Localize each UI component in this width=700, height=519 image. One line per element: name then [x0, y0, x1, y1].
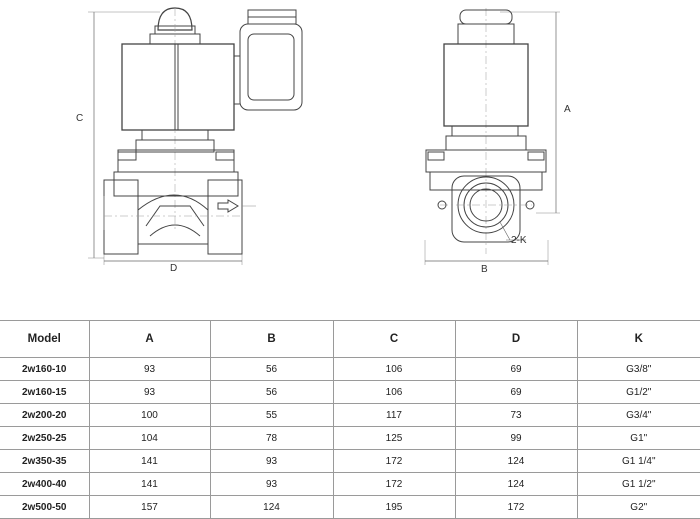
cell-a: 104: [88, 426, 211, 450]
dim-label-a: A: [564, 104, 571, 115]
cell-d: 73: [454, 403, 578, 427]
cell-model: 2w400-40: [0, 472, 90, 496]
cell-b: 93: [209, 472, 334, 496]
table-row: 2w160-15 93 56 106 69 G1/2": [0, 380, 700, 404]
cell-c: 125: [332, 426, 456, 450]
cell-model: 2w500-50: [0, 495, 90, 519]
header-a: A: [88, 320, 211, 358]
cell-a: 93: [88, 380, 211, 404]
spec-table: Model A B C D K 2w160-10 93 56 106 69 G3…: [0, 320, 700, 519]
cell-d: 172: [454, 495, 578, 519]
cell-model: 2w160-15: [0, 380, 90, 404]
table-row: 2w160-10 93 56 106 69 G3/8": [0, 357, 700, 381]
valve-drawing: C D A B 2-K: [76, 7, 571, 275]
cell-b: 124: [209, 495, 334, 519]
cell-a: 100: [88, 403, 211, 427]
port-label-2k: 2-K: [511, 235, 527, 246]
cell-k: G1/2": [576, 380, 700, 404]
cell-d: 69: [454, 357, 578, 381]
header-d: D: [454, 320, 578, 358]
cell-c: 172: [332, 472, 456, 496]
cell-k: G1": [576, 426, 700, 450]
table-row: 2w350-35 141 93 172 124 G1 1/4": [0, 449, 700, 473]
cell-c: 172: [332, 449, 456, 473]
cell-k: G1 1/4": [576, 449, 700, 473]
cell-c: 106: [332, 357, 456, 381]
header-model: Model: [0, 320, 90, 358]
header-k: K: [576, 320, 700, 358]
front-view: [88, 7, 303, 265]
cell-model: 2w350-35: [0, 449, 90, 473]
table-row: 2w200-20 100 55 117 73 G3/4": [0, 403, 700, 427]
cell-d: 69: [454, 380, 578, 404]
cell-d: 124: [454, 472, 578, 496]
cell-c: 106: [332, 380, 456, 404]
cell-b: 93: [209, 449, 334, 473]
header-c: C: [332, 320, 456, 358]
cell-a: 157: [88, 495, 211, 519]
cell-b: 55: [209, 403, 334, 427]
cell-d: 124: [454, 449, 578, 473]
cell-b: 56: [209, 380, 334, 404]
table-row: 2w500-50 157 124 195 172 G2": [0, 495, 700, 519]
cell-b: 56: [209, 357, 334, 381]
dim-label-d: D: [170, 263, 177, 274]
cell-model: 2w250-25: [0, 426, 90, 450]
cell-a: 141: [88, 449, 211, 473]
table-header-row: Model A B C D K: [0, 320, 700, 358]
dim-label-c: C: [76, 113, 83, 124]
cell-b: 78: [209, 426, 334, 450]
cell-k: G1 1/2": [576, 472, 700, 496]
dim-label-b: B: [481, 264, 488, 275]
cell-model: 2w200-20: [0, 403, 90, 427]
cell-a: 93: [88, 357, 211, 381]
cell-k: G3/8": [576, 357, 700, 381]
cell-c: 117: [332, 403, 456, 427]
table-row: 2w250-25 104 78 125 99 G1": [0, 426, 700, 450]
cell-model: 2w160-10: [0, 357, 90, 381]
cell-k: G3/4": [576, 403, 700, 427]
side-view: [424, 8, 560, 265]
table-row: 2w400-40 141 93 172 124 G1 1/2": [0, 472, 700, 496]
cell-a: 141: [88, 472, 211, 496]
header-b: B: [209, 320, 334, 358]
cell-c: 195: [332, 495, 456, 519]
cell-d: 99: [454, 426, 578, 450]
cell-k: G2": [576, 495, 700, 519]
